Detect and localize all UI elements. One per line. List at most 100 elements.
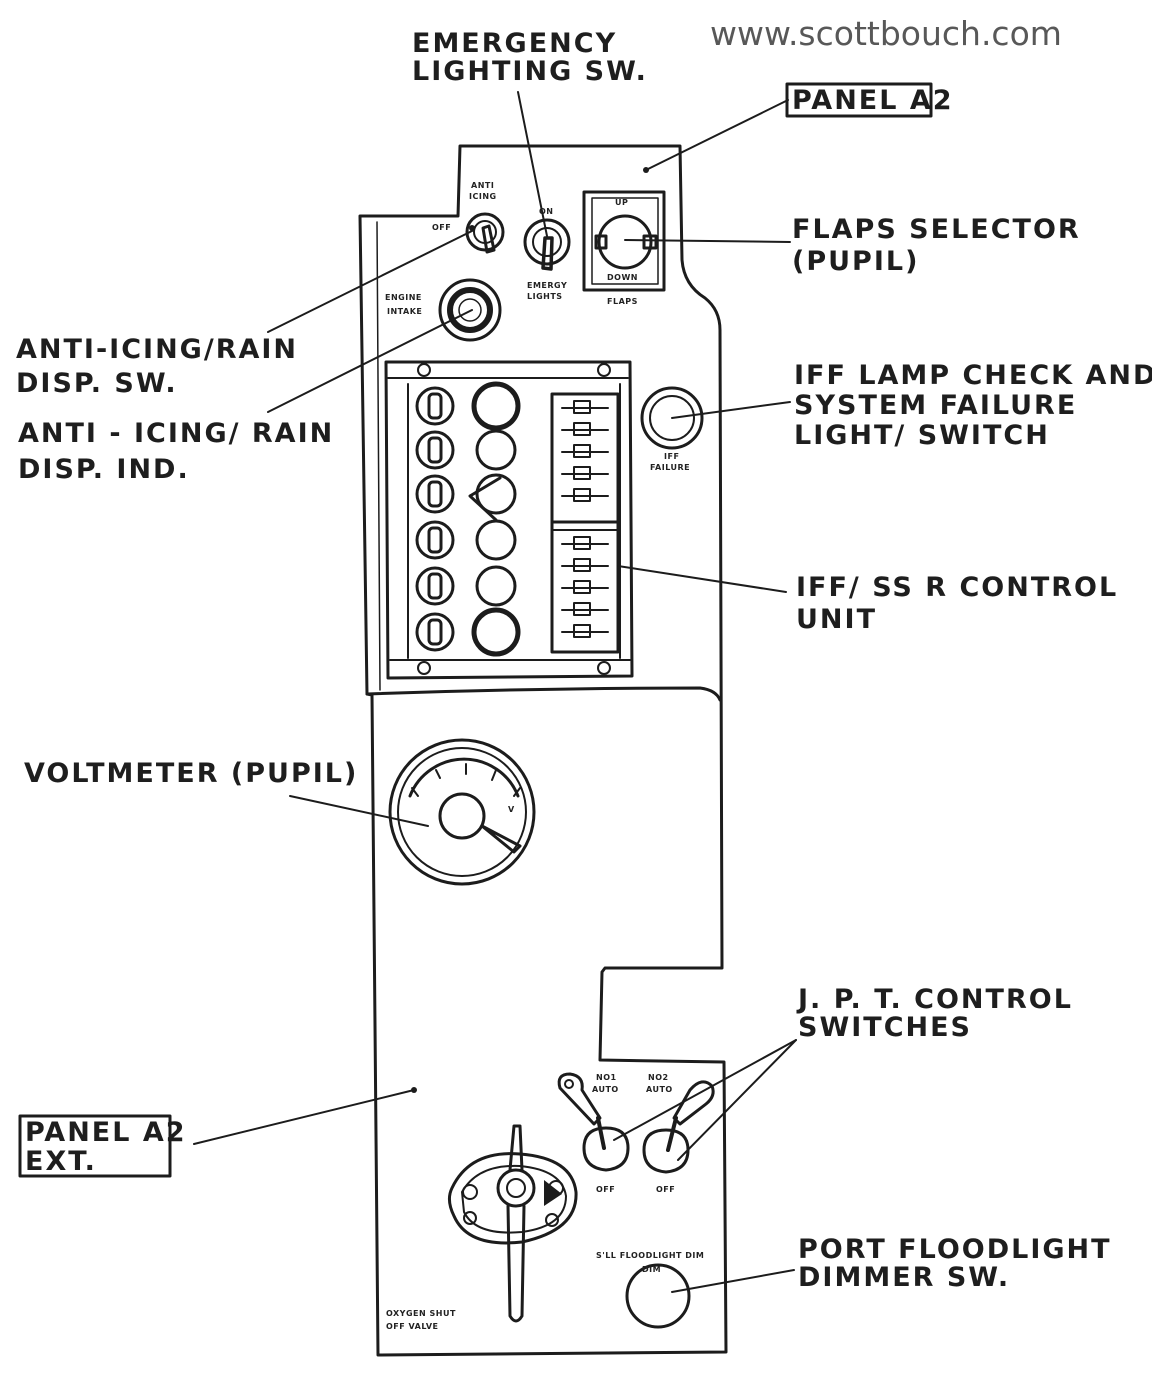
oxygen-shut-off-valve[interactable] [447,1124,578,1323]
iff-code-digit [561,602,609,616]
label-dim: DIM [642,1265,661,1274]
leader-anti-icing-sw [267,229,475,333]
leader-panel-a2 [645,99,789,171]
label-off-valve: OFF VALVE [386,1322,439,1331]
iff-code-digit [561,536,609,550]
label-oxygen-shut: OXYGEN SHUT [386,1309,456,1318]
callout-iff-ssr-1: IFF/ SS R CONTROL [796,572,1118,603]
iff-lamp [475,565,517,607]
label-flaps-down: DOWN [607,273,638,282]
leader-floodlight [671,1269,795,1293]
voltmeter [388,738,536,886]
iff-code-digit [561,580,609,594]
label-no2-auto: AUTO [646,1085,673,1094]
callout-iff-lamp-2: SYSTEM FAILURE [794,390,1077,421]
callout-panel-a2: PANEL A2 [792,85,954,116]
callout-panel-ext-2: EXT. [25,1146,97,1177]
iff-code-digit [561,624,609,638]
iff-code-digit [561,558,609,572]
jpt-switch-1[interactable] [557,1072,630,1172]
callout-anti-icing-sw-2: DISP. SW. [16,368,178,399]
flaps-selector[interactable] [582,190,666,292]
leader-iff-ssr [617,565,787,593]
label-iff: IFF [664,452,679,461]
label-on: ON [539,207,554,216]
iff-code-selector[interactable] [550,392,620,654]
leader-iff-lamp [671,401,791,419]
callout-floodlight-2: DIMMER SW. [798,1262,1010,1293]
iff-failure-lamp[interactable] [640,386,704,450]
label-volt-unit: V [508,805,515,814]
label-no1-auto: AUTO [592,1085,619,1094]
iff-lamp [468,473,517,522]
label-intake: INTAKE [387,307,422,316]
callout-iff-ssr-2: UNIT [796,604,877,635]
leader-panel-ext [193,1089,415,1145]
label-no1: NO1 [596,1073,617,1082]
leader-lines [193,91,797,1293]
label-emergy: EMERGY [527,281,567,290]
label-jpt-off-2: OFF [656,1185,675,1194]
callout-jpt-2: SWITCHES [798,1012,972,1043]
callout-voltmeter: VOLTMETER (PUPIL) [24,758,358,789]
iff-lamp [475,429,517,471]
emergency-lighting-switch[interactable] [523,218,571,271]
label-floodlight: S'LL FLOODLIGHT DIM [596,1251,704,1260]
label-jpt-off-1: OFF [596,1185,615,1194]
leader-anti-icing-ind [267,309,473,413]
iff-code-digit [561,422,609,436]
callout-iff-lamp-3: LIGHT/ SWITCH [794,420,1050,451]
label-flaps-up: UP [615,198,628,207]
iff-code-digit [561,488,609,502]
iff-code-digit [561,444,609,458]
label-failure: FAILURE [650,463,690,472]
callout-emergency-lighting-2: LIGHTING SW. [412,56,648,87]
iff-toggle-switch[interactable] [415,430,455,470]
callout-flaps-1: FLAPS SELECTOR [792,214,1081,245]
callout-emergency-lighting-1: EMERGENCY [412,28,617,59]
panel-a2-ext-box [18,1114,172,1178]
callout-panel-ext-1: PANEL A2 [25,1117,187,1148]
iff-lamp [475,519,517,561]
leader-jpt-2 [677,1039,797,1161]
callout-jpt-1: J. P. T. CONTROL [796,984,1073,1015]
panel-a2-box [785,82,933,118]
label-anti: ANTI [471,181,494,190]
anti-icing-switch[interactable] [465,212,505,254]
iff-code-digits [561,400,609,638]
leader-emergency-lighting [517,91,548,237]
leader-voltmeter [289,795,429,827]
iff-toggle-switch[interactable] [415,612,455,652]
iff-toggle-switch[interactable] [415,474,455,514]
label-no2: NO2 [648,1073,669,1082]
watermark: www.scottbouch.com [710,14,1062,53]
label-lights: LIGHTS [527,292,563,301]
leader-jpt-1 [613,1039,797,1141]
callout-anti-icing-ind-1: ANTI - ICING/ RAIN [18,418,334,449]
panel-divider [365,686,722,702]
iff-toggle-switch[interactable] [415,520,455,560]
callout-floodlight-1: PORT FLOODLIGHT [798,1234,1112,1265]
port-floodlight-dimmer[interactable] [625,1263,691,1329]
panel-a2-outline [358,144,728,1357]
iff-code-digit [561,400,609,414]
anti-icing-indicator [438,278,502,342]
label-engine: ENGINE [385,293,422,302]
label-flaps: FLAPS [607,297,638,306]
callout-iff-lamp-1: IFF LAMP CHECK AND [794,360,1152,391]
iff-ssr-control-unit [384,360,634,680]
leader-flaps [624,239,791,243]
callout-anti-icing-ind-2: DISP. IND. [18,454,190,485]
iff-code-digit [561,466,609,480]
iff-lamps [468,381,521,657]
label-icing: ICING [469,192,497,201]
iff-lamp [471,381,521,431]
callout-flaps-2: (PUPIL) [792,246,919,277]
iff-lamp [471,607,521,657]
panel-inner-edge [376,221,381,691]
iff-toggle-switches [415,386,455,652]
iff-toggle-switch[interactable] [415,566,455,606]
iff-toggle-switch[interactable] [415,386,455,426]
callout-anti-icing-sw-1: ANTI-ICING/RAIN [16,334,298,365]
